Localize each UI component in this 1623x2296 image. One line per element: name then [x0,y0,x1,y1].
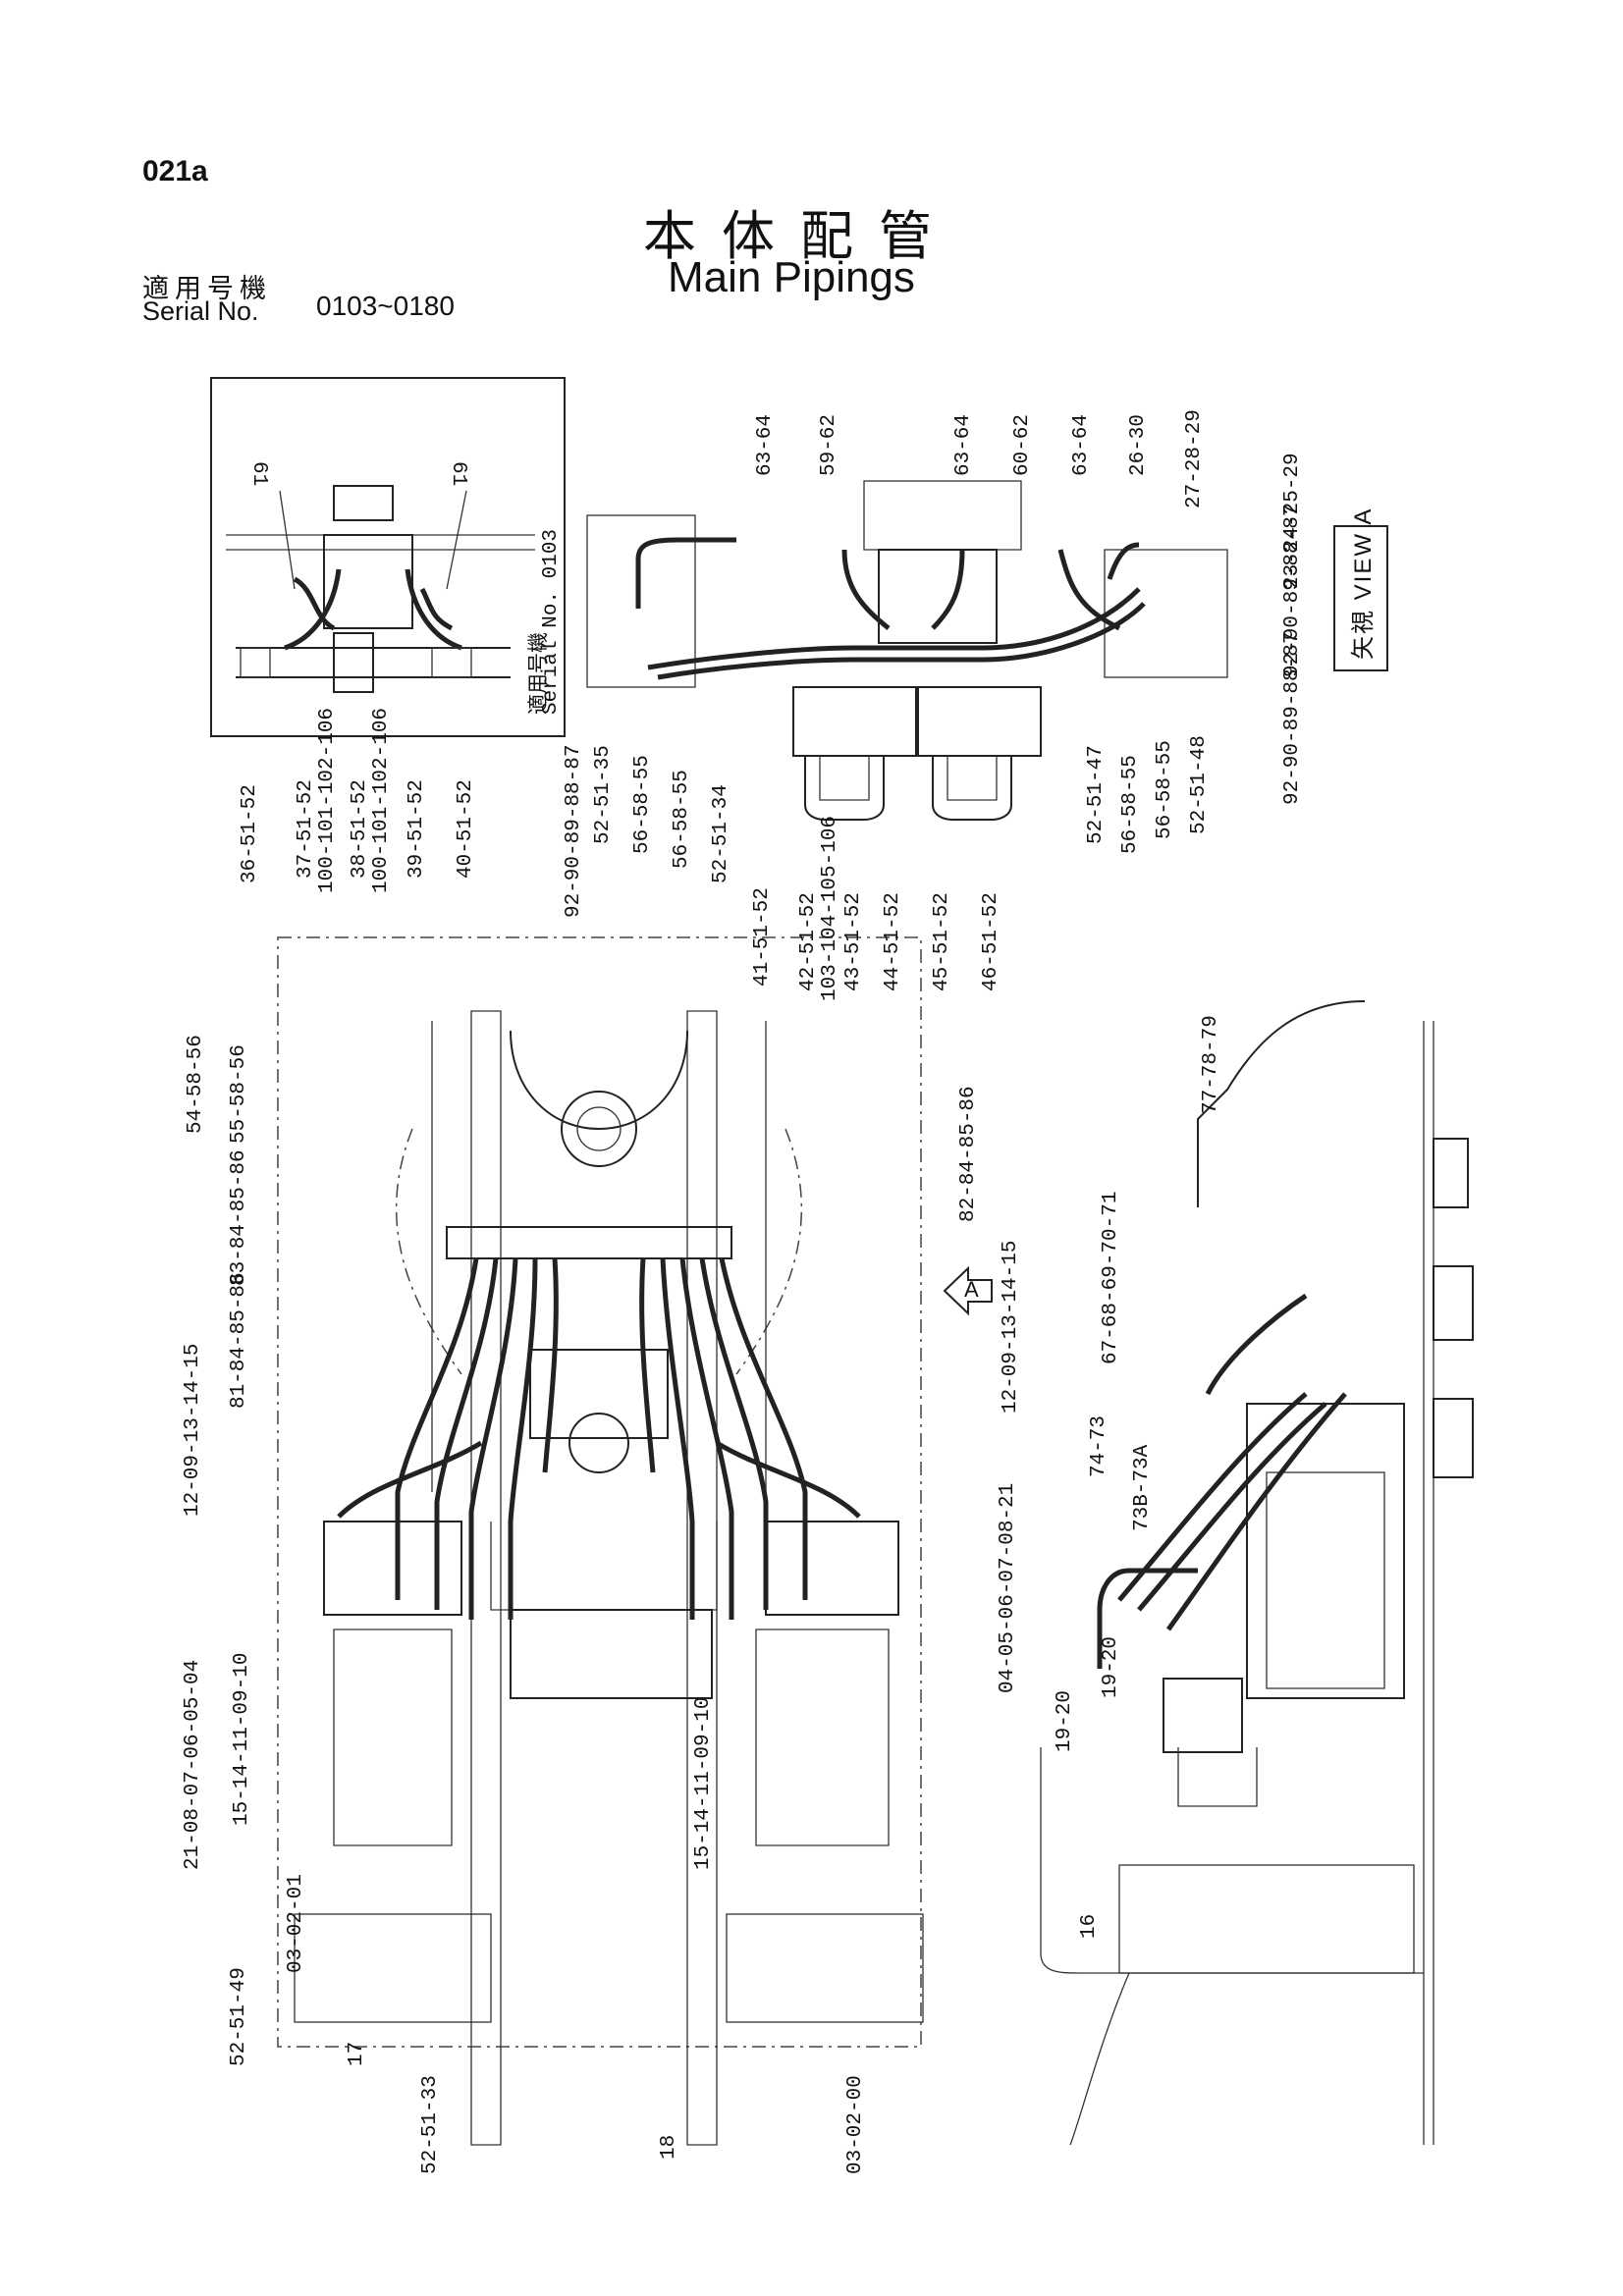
callout-03-02-00: 03-02-00 [844,2075,867,2174]
callout-12-09-13-14-15-right: 12-09-13-14-15 [1000,1240,1022,1414]
page-code: 021a [142,155,208,187]
callout-va-52-51-34: 52-51-34 [710,784,732,883]
view-a-label-jp: 矢視 [1350,609,1377,660]
callout-va-56-58-55-a: 56-58-55 [631,755,654,854]
callout-54-58-56: 54-58-56 [185,1035,207,1134]
callout-67-68-69-70-71: 67-68-69-70-71 [1100,1191,1122,1364]
callout-81-84-85-86: 81-84-85-86 [228,1272,250,1409]
callout-va-92-90-89-88-87-left: 92-90-89-88-87 [563,744,585,918]
callout-52-51-33: 52-51-33 [419,2075,442,2174]
view-a-detail [586,480,1228,821]
callout-va-52-51-47: 52-51-47 [1085,745,1108,844]
callout-va-27-28-29: 27-28-29 [1183,409,1206,508]
callout-va-23-24-25-29: 23-24-25-29 [1281,453,1304,589]
arrow-a-icon [943,1265,993,1316]
callout-46-51-52: 46-51-52 [980,892,1002,991]
view-a-label: 矢視 VIEW A [1343,507,1378,660]
callout-41-51-52: 41-51-52 [751,887,774,987]
callout-va-92-90-89-88-87-bottom: 92-90-89-88-87 [1281,631,1304,805]
callout-42-51-52: 42-51-52 [797,892,820,991]
callout-15-14-11-09-10-left: 15-14-11-09-10 [231,1652,253,1826]
inset-detail [210,377,566,737]
callout-va-63-64-b: 63-64 [952,413,975,476]
callout-04-05-06-07-08-21: 04-05-06-07-08-21 [997,1482,1019,1693]
serial-label-japanese: 適用号機 [142,274,272,304]
callout-82-84-85-86: 82-84-85-86 [957,1086,980,1222]
callout-37-51-52: 37-51-52 [295,779,317,879]
callout-inset-61-right: 61 [447,461,469,487]
callout-17: 17 [346,2041,368,2066]
callout-va-63-64-a: 63-64 [754,413,777,476]
callout-100-101-102-106-b: 100-101-102-106 [370,707,393,893]
callout-19-20-a: 19-20 [1100,1635,1122,1698]
callout-83-84-85-86: 83-84-85-86 [228,1149,250,1286]
arrow-a: A [943,1265,994,1320]
title-japanese: 本体配管 [643,205,957,267]
callout-va-59-62: 59-62 [818,413,840,476]
main-top-view [277,936,924,2146]
callout-40-51-52: 40-51-52 [455,779,477,879]
callout-va-52-51-35: 52-51-35 [592,745,615,844]
callout-va-56-58-55-d: 56-58-55 [1154,740,1176,839]
view-a-label-en: VIEW [1350,531,1377,601]
callout-52-51-49: 52-51-49 [228,1967,250,2066]
callout-55-58-56: 55-58-56 [228,1044,250,1144]
callout-103-104-105-106: 103-104-105-106 [819,815,841,1001]
callout-38-51-52: 38-51-52 [349,779,371,879]
callout-100-101-102-106-a: 100-101-102-106 [316,707,339,893]
callout-77-78-79: 77-78-79 [1200,1015,1222,1114]
callout-74-73: 74-73 [1088,1415,1110,1477]
side-view [1040,1000,1474,2146]
callout-44-51-52: 44-51-52 [882,892,904,991]
serial-range: 0103~0180 [316,291,455,321]
callout-39-51-52: 39-51-52 [406,779,428,879]
callout-43-51-52: 43-51-52 [842,892,865,991]
callout-16: 16 [1078,1913,1101,1939]
callout-va-56-58-55-c: 56-58-55 [1119,755,1142,854]
callout-va-26-30: 26-30 [1127,413,1150,476]
callout-va-52-51-48: 52-51-48 [1188,735,1211,834]
callout-va-60-62: 60-62 [1011,413,1034,476]
callout-03-02-01: 03-02-01 [285,1874,307,1973]
callout-va-63-64-c: 63-64 [1070,413,1093,476]
callout-45-51-52: 45-51-52 [931,892,953,991]
callout-12-09-13-14-15-left: 12-09-13-14-15 [182,1343,204,1517]
callout-36-51-52: 36-51-52 [239,784,261,883]
callout-19-20-b: 19-20 [1054,1689,1076,1752]
view-a-letter: A [1350,507,1377,525]
title-english: Main Pipings [668,253,915,301]
callout-inset-61-left: 61 [247,461,270,487]
callout-18: 18 [658,2134,680,2160]
callout-va-56-58-55-b: 56-58-55 [671,770,693,869]
arrow-a-letter: A [964,1277,979,1302]
inset-serial-label: Serial No. 0103 [540,528,563,715]
callout-73b-73a: 73B-73A [1131,1444,1154,1531]
serial-label-english: Serial No. [142,296,259,326]
view-a-box [1333,525,1388,671]
callout-15-14-11-09-10-right: 15-14-11-09-10 [692,1696,715,1870]
callout-21-08-07-06-05-04: 21-08-07-06-05-04 [182,1659,204,1870]
